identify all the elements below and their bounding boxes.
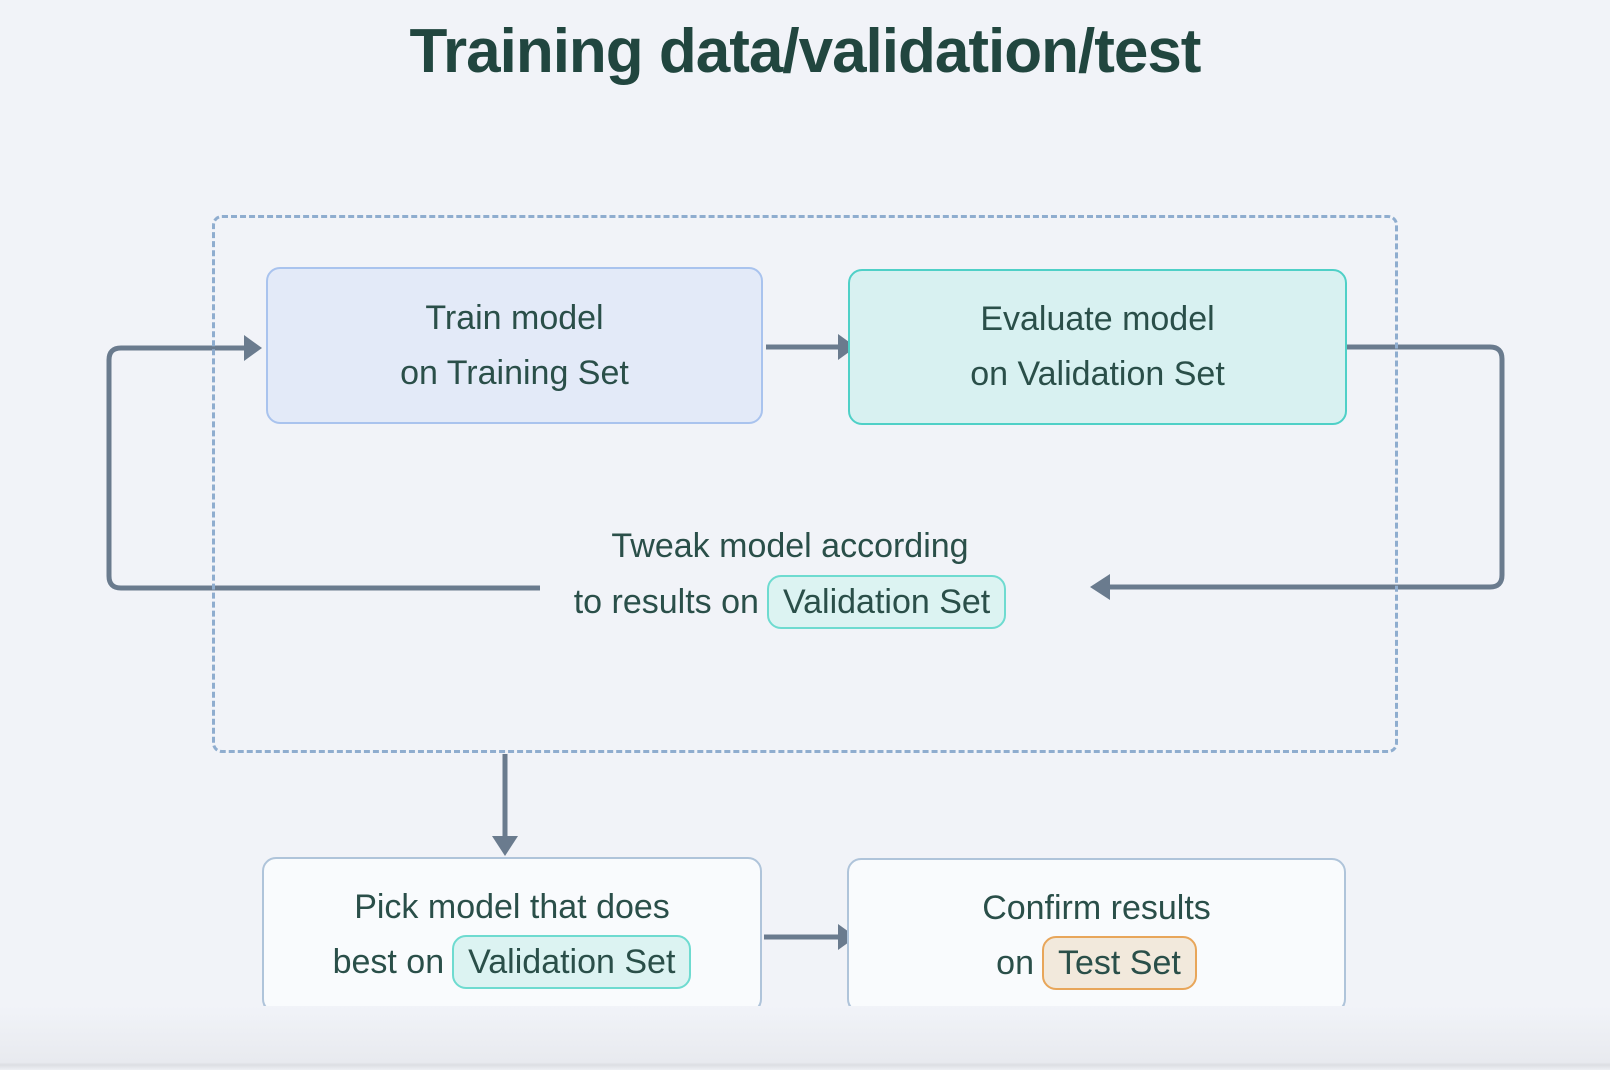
arrow-pick-to-confirm (764, 924, 856, 950)
test-set-pill: Test Set (1041, 935, 1197, 990)
tweak-model-line1: Tweak model according (611, 527, 969, 565)
confirm-results-line2-text: on (996, 943, 1034, 982)
validation-set-pill: Validation Set (452, 935, 692, 989)
pick-model-line2-text: best on (332, 943, 445, 981)
tuning-loop-dashed-container (212, 215, 1398, 753)
confirm-results-line1: Confirm results (982, 888, 1211, 927)
train-model-line2: on Training Set (400, 353, 629, 392)
pick-model-line1: Pick model that does (354, 888, 670, 926)
page-title: Training data/validation/test (409, 17, 1202, 86)
bottom-edge-fade (0, 1006, 1610, 1070)
arrow-loop-to-pick (492, 754, 518, 856)
train-model-line1: Train model (425, 298, 604, 337)
tweak-model-line2-text: to results on (573, 583, 759, 621)
evaluate-model-box: Evaluate model on Validation Set (848, 269, 1347, 425)
train-model-box: Train model on Training Set (266, 267, 763, 424)
validation-set-pill: Validation Set (766, 575, 1007, 629)
evaluate-model-line1: Evaluate model (980, 300, 1215, 338)
evaluate-model-line2: on Validation Set (970, 355, 1225, 393)
